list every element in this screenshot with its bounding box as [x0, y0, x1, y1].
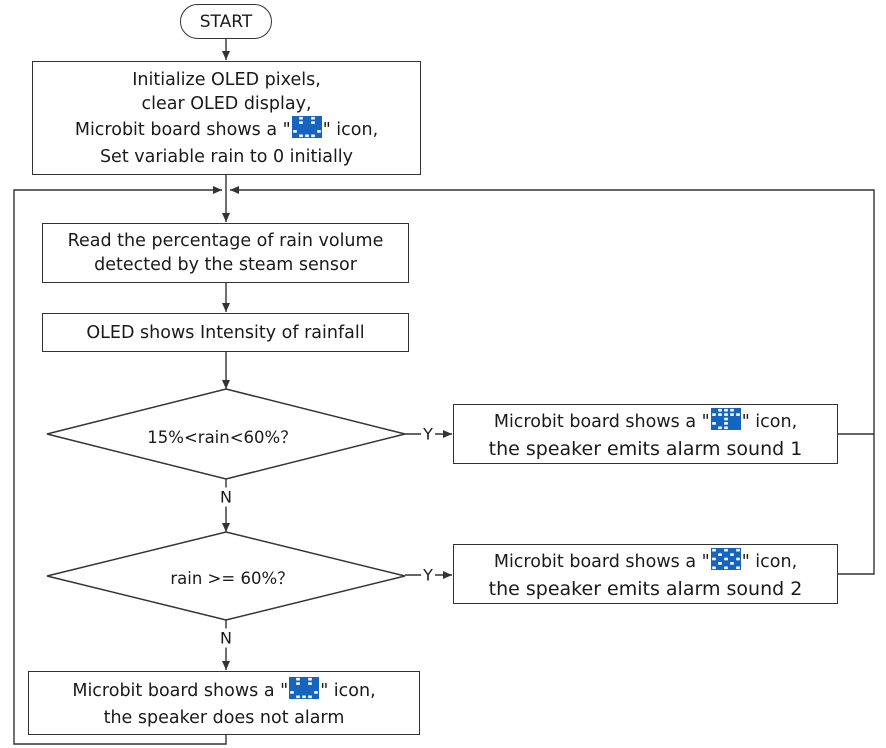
alarm1-line1-pre: Microbit board shows a " [493, 412, 710, 432]
init-line3-post: " icon, [322, 120, 379, 140]
noalarm-line2: the speaker does not alarm [103, 707, 345, 728]
oled-display-box: OLED shows Intensity of rainfall [42, 313, 409, 352]
alarm1-line1-post: " icon, [741, 412, 798, 432]
init-line3-pre: Microbit board shows a " [74, 120, 291, 140]
microbit-smile-icon [289, 676, 320, 706]
microbit-umbrella-icon [710, 407, 741, 437]
oled-line1: OLED shows Intensity of rainfall [86, 321, 364, 345]
init-process-box: Initialize OLED pixels, clear OLED displ… [32, 61, 421, 175]
oled-line1-pre: OLED shows [86, 322, 200, 343]
decision2-yes-label: Y [421, 565, 435, 585]
decision2-no-label: N [218, 628, 234, 648]
alarm2-line2: the speaker emits alarm sound 2 [488, 577, 803, 600]
alarm1-line2: the speaker emits alarm sound 1 [488, 437, 803, 460]
decision1-diamond [46, 388, 406, 480]
alarm2-line1: Microbit board shows a " " icon, [493, 547, 798, 577]
alarm2-line1-post: " icon, [741, 552, 798, 572]
noalarm-line1-post: " icon, [320, 681, 376, 701]
read-line2: detected by the steam sensor [94, 255, 357, 275]
edge-alarm1-loop [230, 186, 875, 435]
decision1-no-label: N [218, 487, 234, 507]
decision1-label: 15%<rain<60%？ [147, 428, 297, 447]
start-terminal: START [180, 4, 272, 39]
decision1-yes-label: Y [421, 424, 435, 444]
alarm2-box: Microbit board shows a " " icon, the spe… [453, 544, 838, 604]
alarm1-box: Microbit board shows a " " icon, the spe… [453, 404, 838, 464]
alarm1-line1: Microbit board shows a " " icon, [493, 407, 798, 437]
noalarm-line1: Microbit board shows a " " icon, [72, 676, 376, 706]
alarm2-line1-pre: Microbit board shows a " [493, 552, 710, 572]
read-sensor-box: Read the percentage of rain volume detec… [42, 223, 409, 283]
start-label: START [199, 11, 253, 32]
microbit-rain-icon [710, 547, 741, 577]
init-line1: Initialize OLED pixels, [132, 69, 321, 90]
no-alarm-box: Microbit board shows a " " icon, the spe… [28, 671, 420, 735]
noalarm-line1-pre: Microbit board shows a " [72, 681, 289, 701]
decision2-diamond [46, 531, 406, 621]
microbit-smile-icon [291, 115, 322, 145]
decision2-label: rain >= 60%？ [170, 569, 294, 588]
oled-line1-post: Intensity of rainfall [199, 322, 365, 343]
edge-noalarm-loop [13, 186, 227, 745]
init-line4: Set variable rain to 0 initially [99, 146, 354, 167]
init-line2: clear OLED display, [141, 93, 312, 114]
edge-alarm2-loop [838, 434, 875, 575]
read-line1: Read the percentage of rain volume [67, 231, 384, 251]
init-line3: Microbit board shows a " " icon, [74, 115, 379, 145]
